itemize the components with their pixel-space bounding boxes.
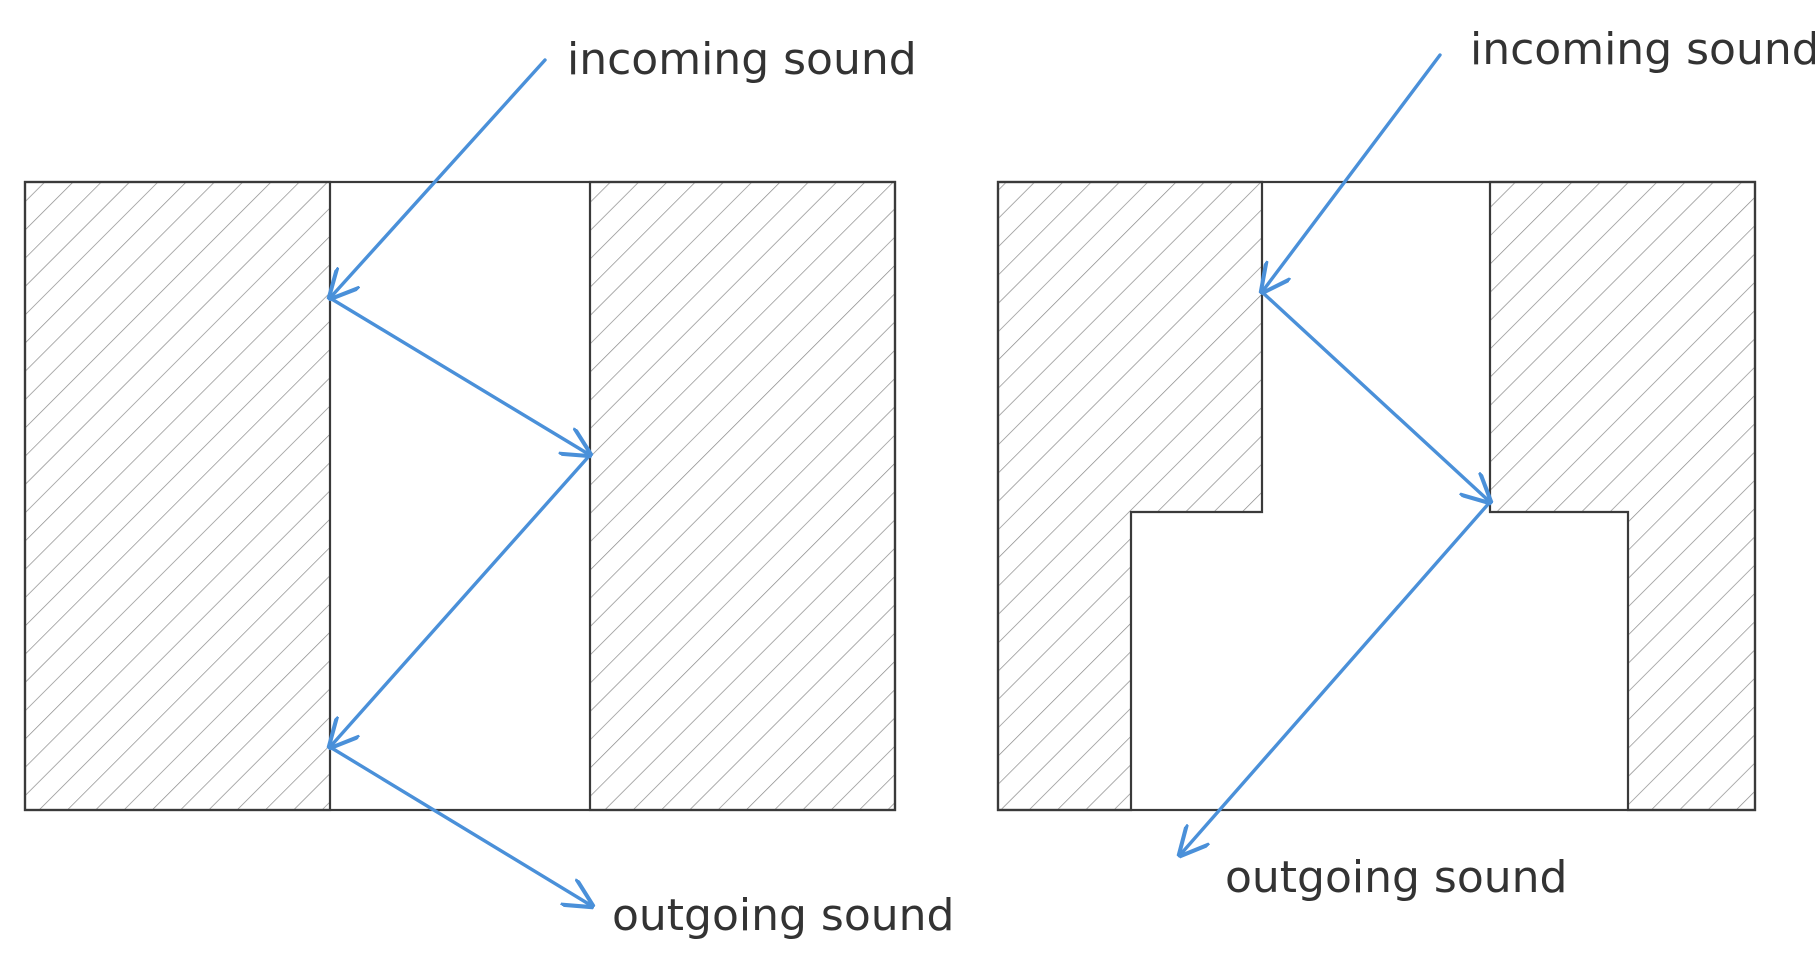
left-panel-right-wall [588,180,897,812]
left-incoming-label: incoming sound [567,34,917,85]
left-panel-channel [23,180,897,812]
right-incoming-label: incoming sound [1470,24,1815,75]
left-reflection-ray-2 [330,453,592,747]
right-incoming-ray [1262,53,1442,292]
left-panel-rays [328,58,592,906]
left-reflection-ray-1 [328,296,590,455]
right-outgoing-label: outgoing sound [1225,852,1567,903]
left-incoming-ray [330,58,547,298]
right-outgoing-ray [1180,500,1492,855]
left-outgoing-ray [328,745,592,906]
left-outgoing-label: outgoing sound [612,890,954,941]
right-panel-left-wall [996,180,1264,812]
right-reflection-ray [1260,290,1490,502]
left-panel-left-wall [23,180,332,812]
right-panel-right-wall [1488,180,1757,812]
left-panel: incoming sound outgoing sound [23,34,954,941]
right-panel-rays [1180,53,1492,855]
right-panel: incoming sound outgoing sound [996,24,1815,903]
